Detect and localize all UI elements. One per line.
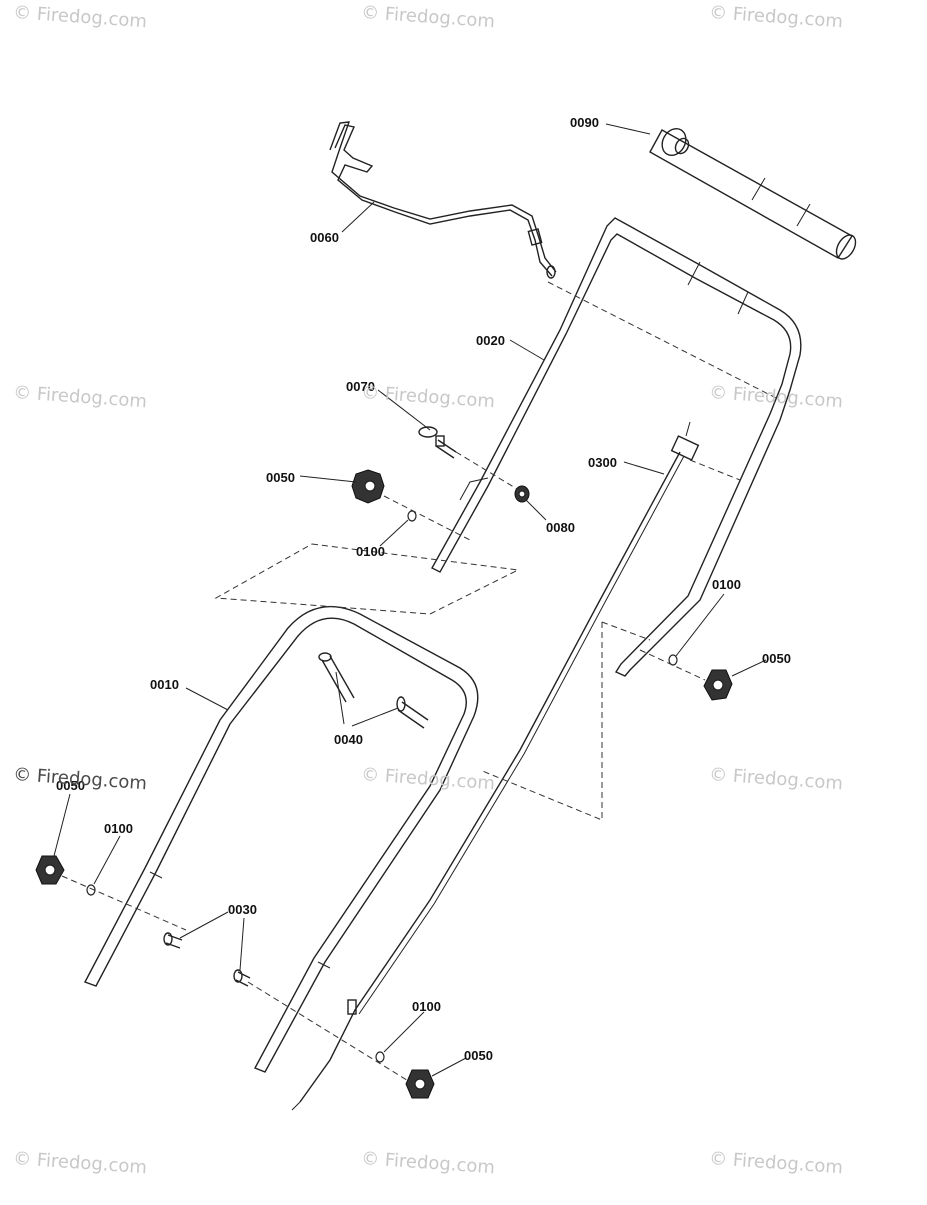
- label-0010: 0010: [150, 677, 179, 692]
- label-0060: 0060: [310, 230, 339, 245]
- label-0080: 0080: [546, 520, 575, 535]
- knob-0050-c: [35, 855, 65, 885]
- knob-0050-a: [351, 469, 385, 504]
- control-bail-0060: [329, 121, 557, 279]
- foam-grip-0090: [649, 127, 857, 260]
- label-0050-c: 0050: [56, 778, 85, 793]
- label-0050-d: 0050: [464, 1048, 493, 1063]
- label-0300: 0300: [588, 455, 617, 470]
- upper-handle-0020: [431, 217, 802, 677]
- label-0050-b: 0050: [762, 651, 791, 666]
- washer-0100-a: [407, 510, 417, 522]
- label-0040: 0040: [334, 732, 363, 747]
- washer-0100-b: [668, 654, 678, 666]
- label-0090: 0090: [570, 115, 599, 130]
- bolts-0030: [163, 932, 251, 987]
- knob-0050-b: [703, 669, 733, 701]
- label-0100-d: 0100: [412, 999, 441, 1014]
- washer-0100-d: [375, 1051, 385, 1063]
- lower-handle-0010: [84, 605, 479, 1073]
- leader-lines: [53, 123, 767, 1077]
- part-labels: 0090 0060 0020 0070 0050 0080 0100 0300 …: [56, 115, 791, 1063]
- label-0070: 0070: [346, 379, 375, 394]
- cable-0300: [291, 421, 700, 1111]
- label-0100-b: 0100: [712, 577, 741, 592]
- knob-0050-d: [405, 1069, 435, 1099]
- label-0050-a: 0050: [266, 470, 295, 485]
- label-0020: 0020: [476, 333, 505, 348]
- nut-0080: [514, 485, 530, 503]
- bolts-0040: [318, 652, 429, 729]
- label-0030: 0030: [228, 902, 257, 917]
- label-0100-a: 0100: [356, 544, 385, 559]
- assembly-lines: [61, 281, 781, 1083]
- label-0100-c: 0100: [104, 821, 133, 836]
- clip-0070: [418, 426, 457, 459]
